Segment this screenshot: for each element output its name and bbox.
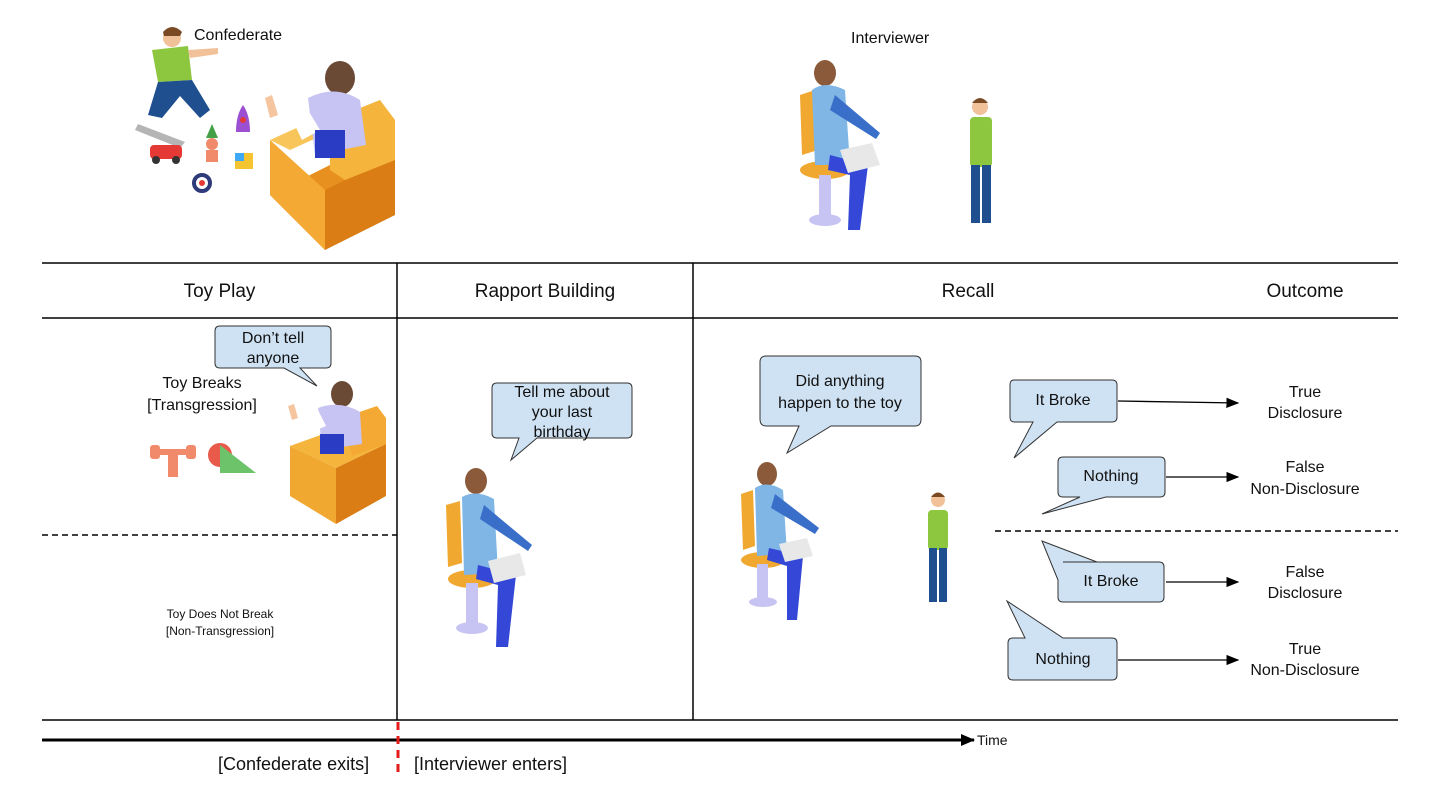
answer-4-text: Nothing (1035, 651, 1091, 668)
answer-bubble-3 (1041, 540, 1165, 603)
answer-3-text: It Broke (1083, 573, 1139, 590)
broken-toy-icon (148, 435, 258, 485)
outcome-3-line1: False (1285, 564, 1325, 581)
answer-1-text: It Broke (1035, 392, 1091, 409)
speech-bubble-dont-tell (214, 325, 332, 387)
child-standing-icon (970, 98, 992, 223)
time-label: Time (977, 732, 1008, 748)
speech-bubble-birthday (491, 382, 633, 462)
header-outcome: Outcome (1266, 281, 1344, 302)
toy-not-break-line2: [Non-Transgression] (165, 624, 275, 638)
question-line1: Did anything (795, 373, 885, 390)
seated-adult-icon (265, 61, 366, 158)
birthday-line3: birthday (533, 424, 591, 441)
outcome-2-line2: Non-Disclosure (1250, 481, 1360, 498)
toy-car-icon (150, 145, 182, 164)
arrow-1 (1117, 397, 1240, 409)
interviewer-scene (790, 55, 1020, 255)
dont-tell-line2: anyone (246, 350, 300, 367)
outcome-1-line2: Disclosure (1267, 405, 1343, 422)
outcome-2-line1: False (1285, 459, 1325, 476)
header-rapport-building: Rapport Building (474, 281, 616, 302)
interviewer-woman-icon (812, 60, 880, 230)
toy-breaks-line2: [Transgression] (147, 397, 257, 414)
outcome-4-line2: Non-Disclosure (1250, 662, 1360, 679)
interviewer-enters-label: [Interviewer enters] (414, 754, 568, 774)
confederate-scene (130, 20, 410, 255)
child-recall-icon (920, 490, 960, 610)
outcome-4-line1: True (1288, 641, 1322, 658)
header-toy-play: Toy Play (183, 281, 256, 302)
answer-2-text: Nothing (1083, 468, 1139, 485)
toy-spinner-icon (192, 173, 212, 193)
interviewer-seated-icon (440, 463, 550, 663)
answer-bubble-2 (1041, 456, 1166, 515)
outcome-1-line1: True (1288, 384, 1322, 401)
speech-bubble-question (759, 355, 922, 455)
birthday-line1: Tell me about (514, 384, 610, 401)
toy-not-break-line1: Toy Does Not Break (166, 607, 274, 621)
armchair-seated-adult-icon (282, 378, 392, 526)
answer-bubble-4 (1005, 599, 1118, 681)
child-jumping-icon (148, 27, 218, 118)
confederate-exits-label: [Confederate exits] (218, 754, 370, 774)
dont-tell-line1: Don’t tell (241, 330, 305, 347)
question-line2: happen to the toy (778, 395, 902, 412)
toy-rocket-icon (236, 105, 250, 132)
birthday-line2: your last (531, 404, 593, 421)
toy-breaks-line1: Toy Breaks (162, 375, 242, 392)
toy-troll-icon (206, 124, 218, 162)
interviewer-label: Interviewer (851, 30, 930, 47)
header-recall: Recall (941, 281, 995, 302)
confederate-label: Confederate (194, 27, 283, 44)
outcome-3-line2: Disclosure (1267, 585, 1343, 602)
toy-cube-icon (235, 153, 253, 169)
answer-bubble-1 (1009, 379, 1118, 459)
interviewer-recall-icon (735, 458, 845, 628)
